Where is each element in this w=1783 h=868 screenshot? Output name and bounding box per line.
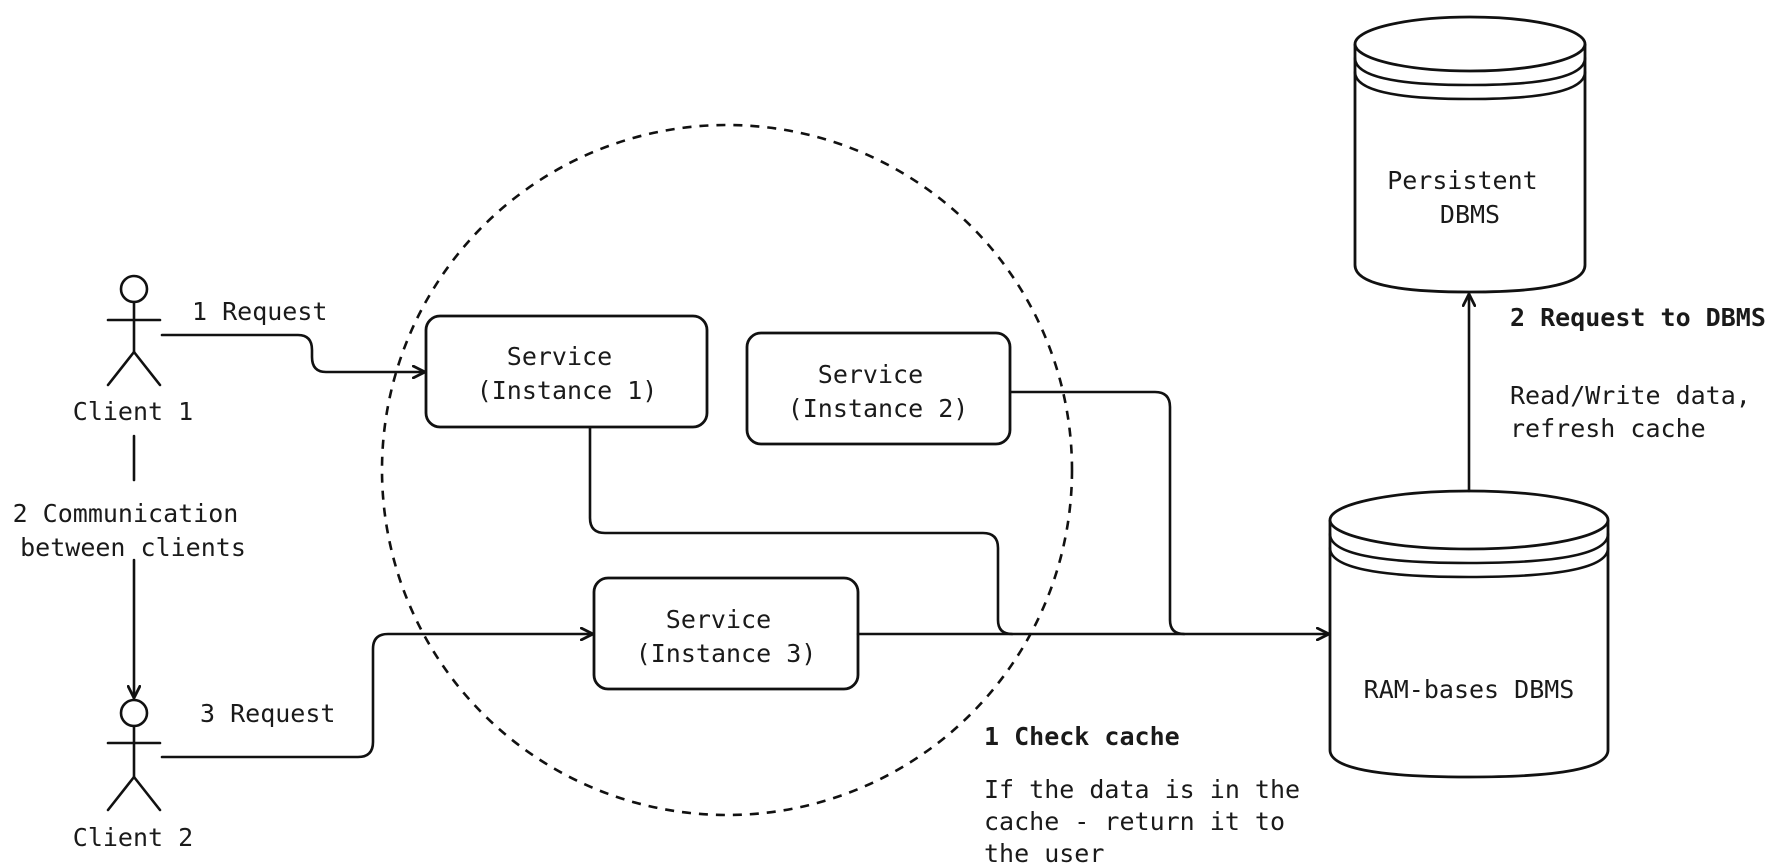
read-write-description: Read/Write data, refresh cache — [1510, 381, 1766, 443]
svg-text:RAM-bases DBMS: RAM-bases DBMS — [1364, 675, 1575, 704]
svg-text:Service (Instance 1): Service (Instance 1) — [477, 342, 658, 405]
instance-1-to-cache-connector — [588, 426, 1014, 636]
request-3-connector — [160, 634, 595, 759]
client-1-actor-icon — [106, 274, 162, 387]
service-instance-3-box: Service (Instance 3) — [592, 576, 860, 691]
check-cache-description: If the data is in the cache - return it … — [984, 775, 1315, 868]
request-1-label: 1 Request — [192, 297, 327, 326]
client-1-label: Client 1 — [73, 397, 193, 426]
request-to-dbms-label: 2 Request to DBMS — [1510, 303, 1766, 332]
request-3-label: 3 Request — [200, 699, 335, 728]
request-1-connector — [160, 333, 427, 372]
service-instance-1-box: Service (Instance 1) — [424, 314, 709, 429]
service-cluster-boundary — [380, 123, 1074, 817]
ram-dbms-cylinder-icon: RAM-bases DBMS — [1328, 489, 1610, 779]
service-instance-2-box: Service (Instance 2) — [745, 331, 1012, 446]
svg-text:Persistent DBMS: Persistent DBMS — [1387, 166, 1553, 229]
svg-text:Service (Instance 3): Service (Instance 3) — [636, 605, 817, 668]
persistent-dbms-cylinder-icon: Persistent DBMS — [1353, 15, 1587, 294]
client-2-label: Client 2 — [73, 823, 193, 852]
check-cache-label: 1 Check cache — [984, 722, 1180, 751]
svg-text:Service (Instance 2): Service (Instance 2) — [788, 360, 969, 423]
client-2-actor-icon — [106, 698, 162, 812]
communication-label: 2 Communication between clients — [13, 499, 254, 562]
instance-2-to-cache-connector — [1009, 390, 1186, 636]
